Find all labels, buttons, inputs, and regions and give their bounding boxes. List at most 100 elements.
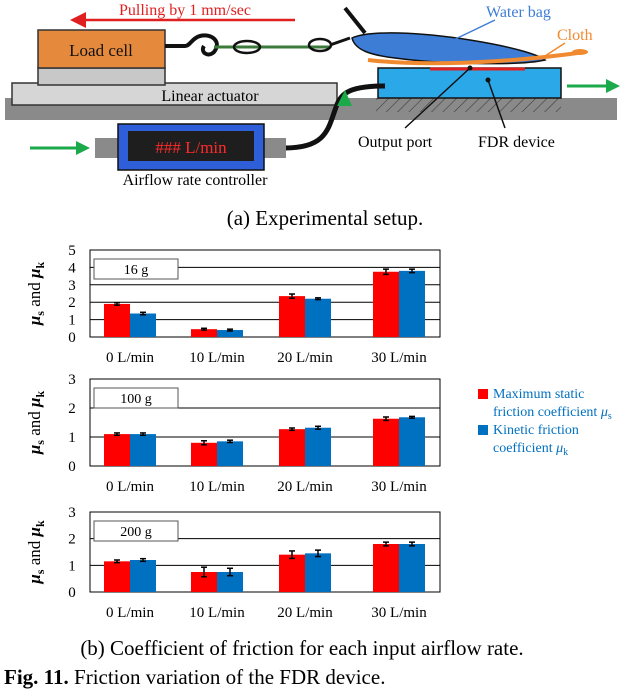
plot-area (89, 511, 441, 593)
fdr-pointer (487, 79, 506, 129)
legend-kinetic-line2: coefficient μk (493, 441, 568, 458)
output-port-pointer-dot (467, 65, 473, 71)
bar-static (104, 303, 130, 337)
y-tick-label: 2 (68, 532, 76, 548)
bar-kinetic (217, 572, 243, 592)
y-tick-label: 0 (68, 459, 76, 475)
caption-a: (a) Experimental setup. (227, 206, 424, 230)
cloth-label: Cloth (557, 27, 593, 44)
clip (329, 36, 351, 47)
fdr-device-label: FDR device (478, 134, 555, 151)
y-tick-label: 0 (68, 585, 76, 601)
bar-kinetic (130, 434, 156, 466)
legend-static-line2: friction coefficient μs (493, 405, 612, 422)
air-tube (284, 83, 386, 151)
category-label: 20 L/min (277, 605, 333, 621)
bar-static (279, 296, 305, 337)
bar-kinetic (305, 298, 331, 337)
category-label: 30 L/min (371, 479, 427, 495)
load-cell-hook (165, 33, 219, 57)
airflow-controller-label: Airflow rate controller (123, 172, 269, 189)
plot-area (89, 378, 441, 467)
airflow-display (128, 131, 254, 161)
y-tick-label: 3 (68, 278, 76, 294)
input-arrow-head (76, 141, 90, 155)
output-port-label: Output port (358, 134, 433, 151)
fdr-device (377, 67, 562, 99)
chain-link (307, 37, 333, 53)
y-axis-label: μs and μk (25, 391, 47, 456)
y-tick-label: 0 (68, 330, 76, 346)
category-label: 0 L/min (106, 350, 154, 366)
output-port-pointer (404, 67, 471, 129)
water-bag (351, 32, 547, 65)
category-label: 20 L/min (277, 479, 333, 495)
legend: Maximum static friction coefficient μs K… (478, 387, 612, 458)
legend-static-line1: Maximum static (493, 387, 584, 402)
bar-kinetic (399, 417, 425, 466)
bar-kinetic (305, 427, 331, 466)
bar-kinetic (217, 441, 243, 466)
load-cell (37, 29, 166, 69)
category-label: 10 L/min (189, 350, 245, 366)
bar-kinetic (399, 544, 425, 592)
y-tick-label: 1 (68, 430, 76, 446)
bar-kinetic (305, 553, 331, 592)
legend-swatch-static (478, 389, 488, 399)
load-cell-label: Load cell (69, 41, 133, 60)
y-tick-label: 2 (68, 401, 76, 417)
output-arrow-head (606, 79, 620, 93)
bar-static (104, 434, 130, 466)
load-label-box (93, 258, 179, 280)
water-bag-pointer (444, 19, 496, 45)
plot-area (89, 249, 441, 338)
hatched-ground (376, 98, 561, 112)
cloth (367, 50, 586, 66)
load-label: 16 g (124, 263, 149, 278)
y-tick-label: 1 (68, 558, 76, 574)
load-label-box (93, 520, 179, 542)
load-label: 200 g (120, 525, 152, 540)
pulling-label: Pulling by 1 mm/sec (119, 2, 251, 19)
category-label: 10 L/min (189, 605, 245, 621)
water-bag-label: Water bag (486, 4, 551, 21)
chain-link (232, 39, 262, 55)
bar-static (373, 418, 399, 466)
linear-actuator (11, 82, 338, 106)
bar-kinetic (399, 270, 425, 337)
fig-caption: Fig. 11. Friction variation of the FDR d… (4, 665, 385, 689)
category-label: 0 L/min (106, 479, 154, 495)
bar-static (373, 271, 399, 337)
bar-static (191, 329, 217, 337)
fdr-pointer-dot (485, 77, 491, 83)
bar-static (191, 442, 217, 466)
y-axis-label: μs and μk (25, 262, 47, 327)
caption-b: (b) Coefficient of friction for each inp… (80, 636, 523, 660)
pulling-arrow-head (70, 12, 86, 28)
legend-swatch-kinetic (478, 425, 488, 435)
category-label: 20 L/min (277, 350, 333, 366)
bar-static (373, 544, 399, 592)
bar-static (191, 572, 217, 592)
bar-kinetic (130, 560, 156, 592)
water-bag-pointer-dot (442, 41, 448, 47)
bar-kinetic (130, 313, 156, 337)
category-label: 10 L/min (189, 479, 245, 495)
load-cell-platform (37, 67, 166, 86)
category-label: 0 L/min (106, 605, 154, 621)
bar-static (279, 429, 305, 466)
cloth-end (572, 49, 588, 55)
linear-actuator-label: Linear actuator (161, 88, 259, 105)
load-label: 100 g (120, 392, 152, 407)
y-tick-label: 4 (68, 260, 76, 276)
bar-static (104, 561, 130, 592)
airflow-display-text: ### L/min (155, 138, 227, 157)
legend-kinetic-line1: Kinetic friction (493, 423, 579, 438)
y-axis-label: μs and μk (25, 520, 47, 585)
controller-side-left (95, 138, 119, 158)
bar-kinetic (217, 330, 243, 337)
